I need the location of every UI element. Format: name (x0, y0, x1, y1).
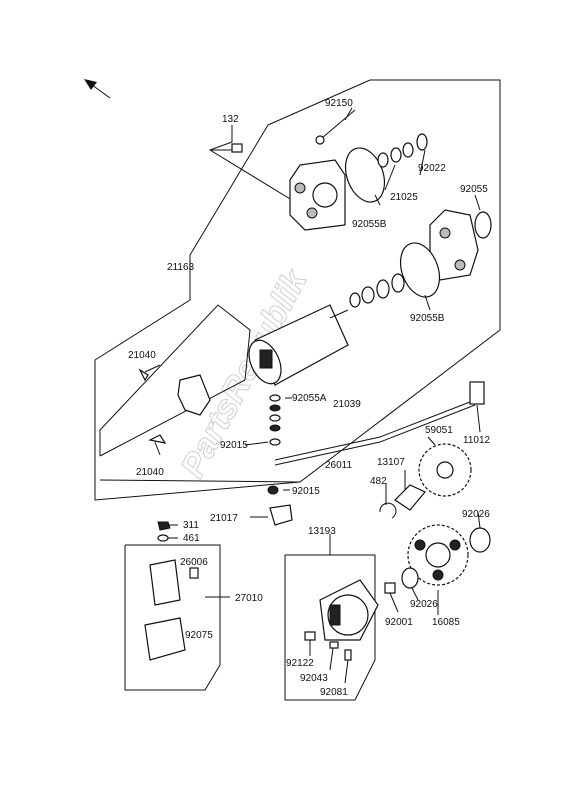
label-26006: 26006 (180, 557, 208, 568)
label-59051: 59051 (425, 425, 453, 436)
end-cover-right (429, 209, 479, 281)
washer-stack (269, 394, 281, 446)
leader-lines (144, 107, 481, 684)
long-bolt-92150 (315, 109, 356, 145)
label-311: 311 (183, 520, 199, 531)
label-92150: 92150 (325, 98, 353, 109)
part-labels: 132 92150 92022 21025 92055 92055B 21163… (128, 98, 491, 698)
label-21017: 21017 (210, 513, 238, 524)
cable-26011 (274, 381, 485, 466)
label-92055: 92055 (460, 184, 488, 195)
label-482: 482 (370, 476, 387, 487)
label-92026-bot: 92026 (410, 599, 438, 610)
starter-motor-body (248, 304, 349, 386)
bolt-132 (208, 125, 301, 206)
direction-arrow-icon (84, 79, 111, 99)
pin-13107 (394, 484, 426, 511)
label-92055a: 92055A (292, 393, 327, 404)
label-21040-bot: 21040 (136, 467, 164, 478)
o-ring-92055b-mid (399, 242, 441, 298)
washers-92022 (377, 133, 428, 168)
cap-21017 (269, 504, 293, 526)
bolt-92001 (384, 582, 396, 594)
o-ring-92055b-top (344, 147, 386, 203)
label-92022: 92022 (418, 163, 446, 174)
bracket-21040 (138, 368, 211, 444)
label-13107: 13107 (377, 457, 405, 468)
label-92081: 92081 (320, 687, 348, 698)
label-92001: 92001 (385, 617, 413, 628)
circlip-482 (379, 502, 397, 519)
gear-59051 (418, 443, 472, 497)
gear-16085 (407, 524, 469, 586)
washer-461 (157, 534, 169, 542)
label-92075: 92075 (185, 630, 213, 641)
clutch-assy-frame (284, 554, 379, 701)
nut-92015 (267, 485, 279, 495)
label-26011: 26011 (325, 460, 353, 471)
label-16085: 16085 (432, 617, 460, 628)
o-ring-92055 (474, 211, 492, 239)
washer-92026-bot (401, 567, 419, 589)
label-92043: 92043 (300, 673, 328, 684)
nut-311 (157, 521, 171, 531)
label-92055b-mid: 92055B (410, 313, 445, 324)
label-21025: 21025 (390, 192, 418, 203)
label-92055b-top: 92055B (352, 219, 387, 230)
label-92026-top: 92026 (462, 509, 490, 520)
label-21039: 21039 (333, 399, 361, 410)
label-21163: 21163 (167, 262, 195, 273)
label-11012: 11012 (463, 435, 491, 446)
label-27010: 27010 (235, 593, 263, 604)
shims (349, 273, 405, 308)
assembly-frame (94, 79, 501, 501)
label-92015-b: 92015 (292, 486, 320, 497)
relay-box (124, 544, 221, 691)
label-92015-a: 92015 (220, 440, 248, 451)
washer-92026-top (469, 527, 491, 553)
label-21040-top: 21040 (128, 350, 156, 361)
label-92122: 92122 (286, 658, 314, 669)
front-cover-housing (289, 159, 346, 231)
label-461: 461 (183, 533, 200, 544)
label-13193: 13193 (308, 526, 336, 537)
label-132: 132 (222, 114, 239, 125)
